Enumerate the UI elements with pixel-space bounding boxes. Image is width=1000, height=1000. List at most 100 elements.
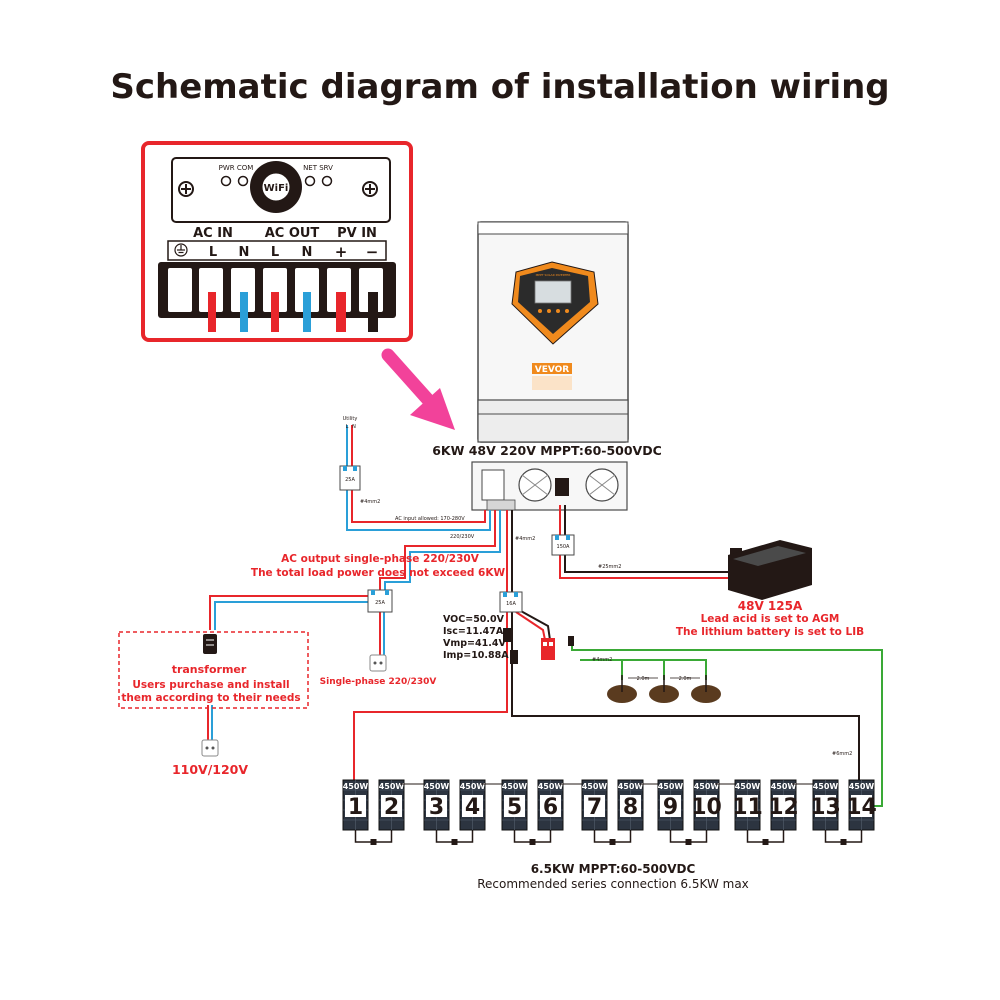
utility-l-label: L [346,424,349,430]
ground-rod-icon [691,675,721,703]
solar-panel: 450W 7 [581,779,608,831]
pv-voc: VOC=50.0V [443,614,505,625]
battery-breaker-rating: 150A [557,544,571,550]
battery-icon [728,540,812,600]
pv-in-label: PV IN [337,226,377,241]
led-com-icon [237,175,249,187]
panel-wattage: 450W [735,782,761,791]
screw-right-icon [362,181,378,197]
net-srv-label: NET SRV [303,164,333,172]
inverter-screen [534,280,572,304]
battery-line2: Lead acid is set to AGM [701,613,840,625]
ground-spacing-1: 2.0m [637,676,650,682]
surge-protector-icon [541,638,555,660]
transformer-line2: them according to their needs [121,692,300,704]
outlet-icon [369,654,387,672]
ac-output-line2: The total load power does not exceed 6KW [251,567,506,579]
panel-number: 1 [348,795,363,820]
panel-number: 10 [691,795,722,820]
array-line1: 6.5KW MPPT:60-500VDC [531,862,696,876]
panel-wattage: 450W [379,782,405,791]
inverter-model: 6KW 48V 220V MPPT:60-500VDC [432,443,662,458]
panel-wattage: 450W [658,782,684,791]
ac-output-wiring [207,510,501,740]
panel-number: 11 [732,795,763,820]
ac-out-n-label: N [302,245,313,260]
panel-number: 5 [507,795,522,820]
ac-out-l-wire [271,292,279,332]
inverter-bottom-view [471,461,628,511]
pv-isc: Isc=11.47A [443,626,504,637]
transformer-label: transformer [172,663,247,676]
wifi-label: WiFi [264,183,289,194]
panel-number: 14 [846,795,877,820]
panel-wattage: 450W [502,782,528,791]
inverter-unit: MPPT SOLAR INVERTER VEVOR [477,221,629,443]
pv-minus-label: − [366,243,379,261]
ground-rod-icon [649,675,679,703]
screw-left-icon [178,181,194,197]
mc4-connector-icon [609,839,616,845]
panel-number: 8 [623,795,638,820]
panel-wattage: 450W [582,782,608,791]
battery-line1: 48V 125A [738,599,803,613]
transformer-line1: Users purchase and install [132,679,289,691]
pv-plus-label: + [335,243,348,261]
panel-wattage: 450W [694,782,720,791]
pv-vmp: Vmp=41.4V [443,638,506,649]
solar-panel: 450W 10 [691,779,722,831]
mc4-connector-icon [529,839,536,845]
mc4-connector-icon [685,839,692,845]
outlet-icon [201,739,219,757]
transformer-icon [203,634,217,654]
panel-number: 9 [663,795,678,820]
led-net-icon [304,175,316,187]
pv-imp: Imp=10.88A [443,650,509,661]
solar-panel: 450W 9 [657,779,684,831]
output-110-label: 110V/120V [172,762,248,777]
single-phase-label: Single-phase 220/230V [320,677,437,687]
panel-number: 7 [587,795,602,820]
utility-n-label: N [352,424,356,430]
panel-number: 3 [429,795,444,820]
panel-number: 12 [768,795,799,820]
utility-wiring [346,425,491,531]
ground-wiring [571,642,883,807]
solar-panel: 450W 2 [378,779,405,831]
panel-wattage: 450W [771,782,797,791]
ac-out-label: AC OUT [265,226,320,241]
array-line2: Recommended series connection 6.5KW max [477,877,749,891]
mc4-connector-icon [762,839,769,845]
panel-wattage: 450W [538,782,564,791]
ac-in-n-wire [240,292,248,332]
panel-number: 2 [384,795,399,820]
ac-in-l-wire [208,292,216,332]
ac-output-line1: AC output single-phase 220/230V [281,553,480,565]
ac-out-n-wire [303,292,311,332]
panel-wattage: 450W [460,782,486,791]
ac-out-breaker: 25A [367,589,393,613]
ac-input-note: AC input allowed: 170-280V [395,516,465,522]
mc4-connector-icon [451,839,458,845]
battery-breaker: 150A [551,534,575,556]
solar-panel: 450W 12 [768,779,799,831]
mc4-connector-icon [503,628,574,664]
mc4-connector-icon [840,839,847,845]
panel-wattage: 450W [424,782,450,791]
wifi-port-icon: WiFi [250,161,302,213]
led-srv-icon [321,175,333,187]
battery-wire-size: #25mm2 [598,564,621,570]
pv-plus-wire [336,292,346,332]
terminal-block-callout: PWR COM NET SRV WiFi AC IN AC OUT PV IN … [141,141,413,342]
pointer-arrow-icon [381,348,455,430]
page-title: Schematic diagram of installation wiring [110,67,889,107]
battery-line3: The lithium battery is set to LIB [676,626,864,638]
solar-panel-string: 450W1450W2450W3450W4450W5450W6450W7450W8… [342,779,877,845]
inverter-brand: VEVOR [535,365,570,375]
